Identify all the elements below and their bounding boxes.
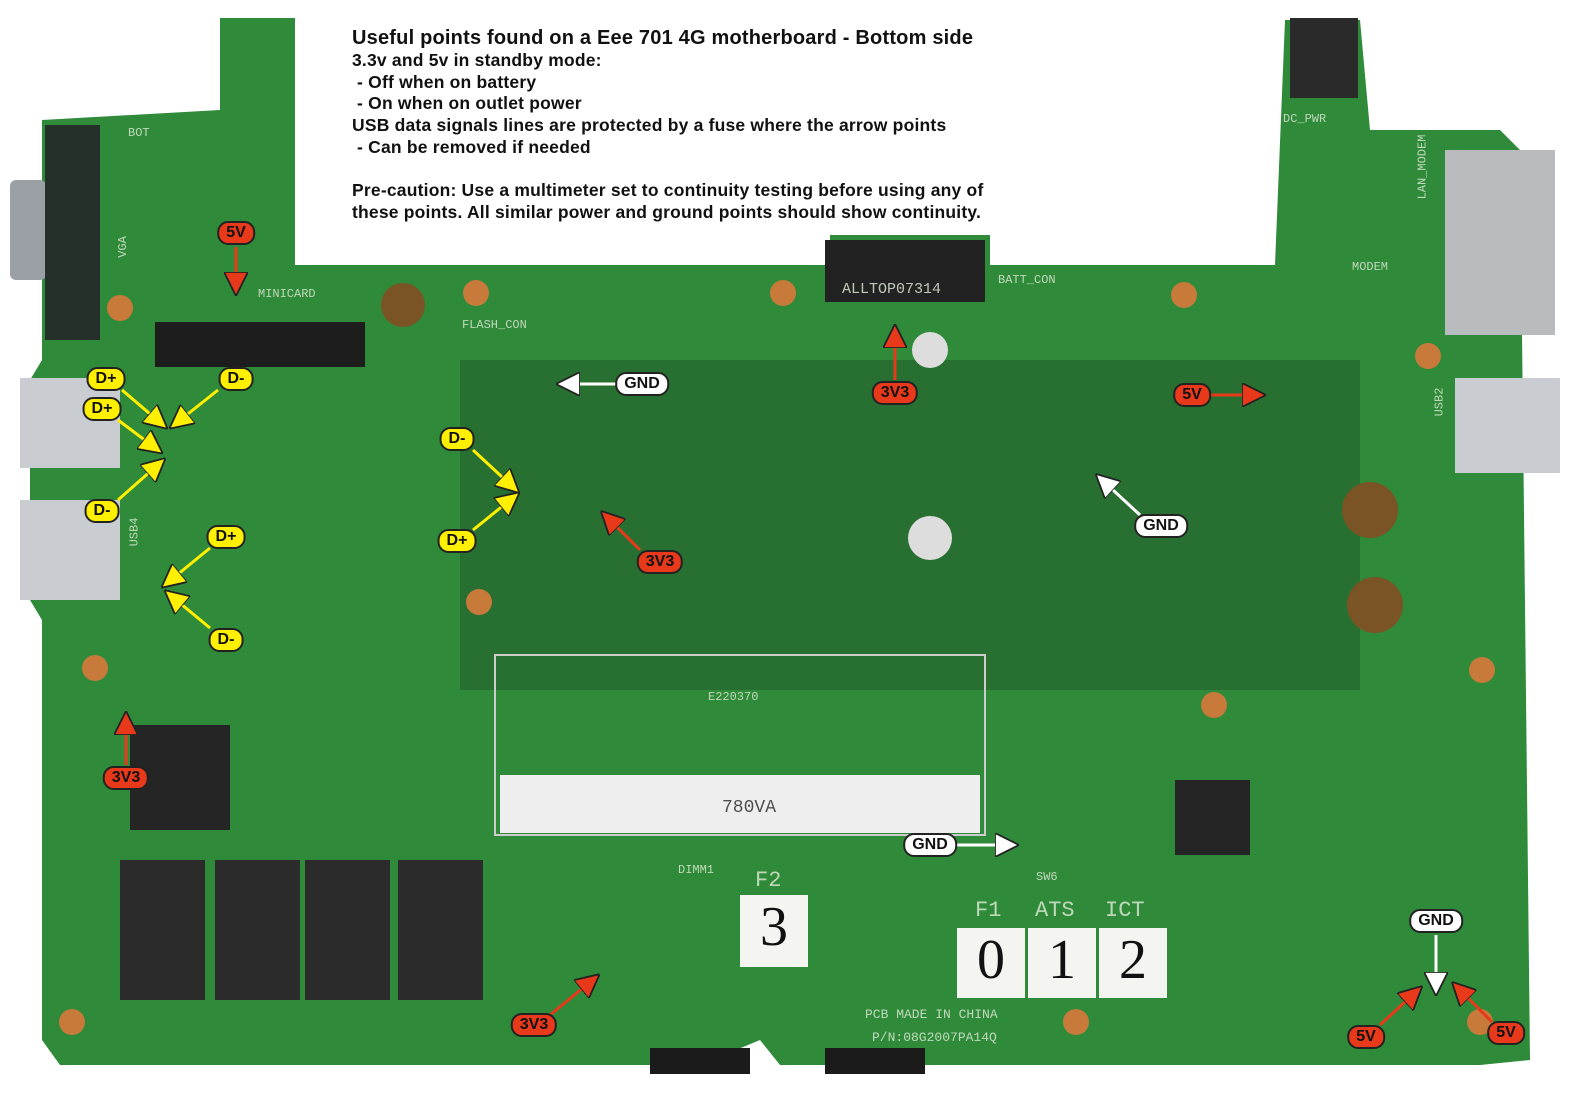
notes-line: these points. All similar power and grou… (352, 201, 982, 222)
label-flash-d-minus: D- (439, 427, 475, 451)
notes-line: - On when on outlet power (352, 93, 582, 114)
silk-ats: ATS (1035, 898, 1075, 923)
label-gnd-sw6: GND (903, 833, 957, 857)
silk-made-in-china: PCB MADE IN CHINA (865, 1007, 998, 1022)
handwritten-mark-ict: 2 (1099, 928, 1167, 998)
notes-title: Useful points found on a Eee 701 4G moth… (352, 27, 974, 49)
label-usb-d-plus: D+ (86, 367, 126, 391)
arrows (118, 247, 1494, 1027)
label-3v3-center: 3V3 (636, 550, 684, 574)
label-usb-d-minus: D- (208, 628, 244, 652)
label-usb-d-minus: D- (84, 499, 120, 523)
silk-bot: BOT (128, 126, 150, 140)
silk-alltop: ALLTOP07314 (842, 281, 942, 298)
silk-part-number: P/N:08G2007PA14Q (872, 1030, 997, 1045)
label-3v3-left: 3V3 (102, 766, 150, 790)
label-5v-bottom-2: 5V (1487, 1021, 1525, 1045)
silk-e220370: E220370 (708, 690, 759, 704)
annotation-notes: Useful points found on a Eee 701 4G moth… (352, 27, 984, 223)
label-gnd-top: GND (615, 372, 669, 396)
handwritten-mark-f2: 3 (740, 895, 808, 967)
silk-vga: VGA (115, 236, 130, 258)
silk-lan-modem: LAN_MODEM (1415, 134, 1430, 200)
label-5v-minicard: 5V (217, 221, 255, 245)
silk-usb2: USB2 (1432, 387, 1447, 417)
label-3v3-batt: 3V3 (871, 381, 919, 405)
handwritten-mark-ats: 1 (1028, 928, 1096, 998)
silk-ict: ICT (1105, 898, 1145, 923)
silk-780va: 780VA (722, 798, 777, 818)
handwritten-mark-f1: 0 (957, 928, 1025, 998)
label-5v-bottom-1: 5V (1347, 1025, 1385, 1049)
notes-line: - Off when on battery (352, 71, 537, 92)
label-flash-d-plus: D+ (437, 529, 477, 553)
notes-line (352, 159, 983, 180)
notes-line: - Can be removed if needed (352, 136, 591, 157)
label-5v-right: 5V (1173, 383, 1211, 407)
silk-modem: MODEM (1352, 260, 1389, 274)
silk-minicard: MINICARD (258, 287, 316, 301)
label-3v3-bottom: 3V3 (510, 1013, 558, 1037)
silk-f1: F1 (975, 898, 1002, 923)
silk-usb4: USB4 (127, 517, 142, 547)
notes-line: 3.3v and 5v in standby mode: (352, 49, 602, 70)
label-usb-d-minus: D- (218, 367, 254, 391)
label-usb-d-plus: D+ (206, 525, 246, 549)
notes-line: Pre-caution: Use a multimeter set to con… (352, 179, 984, 200)
silk-dimm1: DIMM1 (678, 863, 715, 877)
silk-dc-pwr: DC_PWR (1283, 112, 1327, 126)
label-gnd-right: GND (1134, 514, 1188, 538)
silk-sw6: SW6 (1036, 870, 1058, 884)
label-usb-d-plus: D+ (82, 397, 122, 421)
silk-f2: F2 (755, 868, 782, 893)
silk-batt-con: BATT_CON (998, 273, 1056, 287)
notes-line: USB data signals lines are protected by … (352, 115, 947, 136)
label-gnd-bottom: GND (1409, 909, 1463, 933)
silk-flash-con: FLASH_CON (462, 318, 527, 332)
